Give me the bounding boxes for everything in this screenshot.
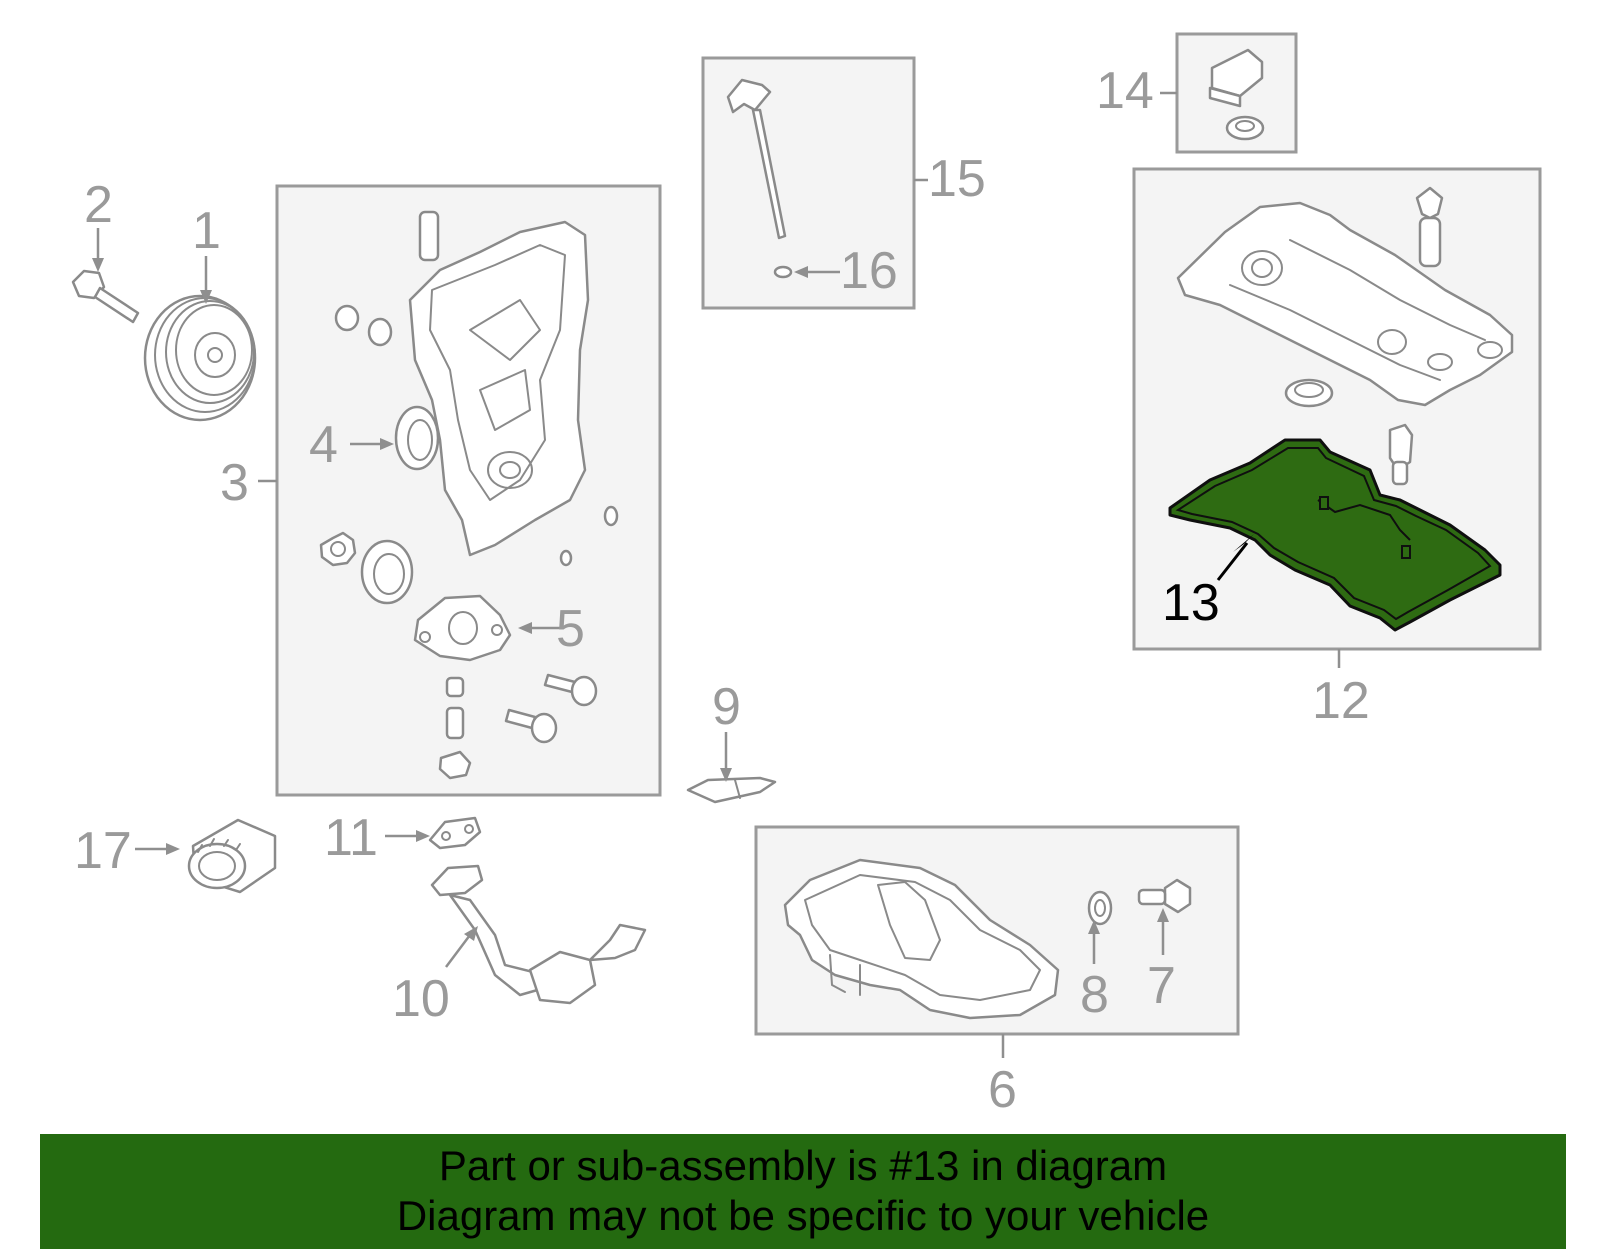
- banner-line-1: Part or sub-assembly is #13 in diagram: [438, 1142, 1168, 1189]
- callout-15: 15: [928, 150, 986, 208]
- part-16-o-ring: [773, 265, 793, 279]
- part-8-washer: [1087, 890, 1113, 926]
- part-14-filler-cap: [1208, 48, 1265, 141]
- callout-4: 4: [309, 416, 338, 474]
- part-2-bolt: [71, 269, 140, 324]
- callout-7: 7: [1147, 957, 1176, 1015]
- part-11-gasket: [428, 816, 482, 850]
- part-13-valve-cover-gasket: [1168, 438, 1502, 632]
- callout-11: 11: [324, 809, 378, 867]
- pump-fasteners: [438, 673, 598, 780]
- part-10-oil-pickup: [430, 864, 647, 1005]
- callout-1: 1: [192, 202, 221, 260]
- part-4-seal: [394, 405, 440, 471]
- callout-13: 13: [1162, 574, 1220, 632]
- callout-17: 17: [74, 822, 132, 880]
- callout-14: 14: [1096, 62, 1154, 120]
- callout-10: 10: [392, 970, 450, 1028]
- part-3-timing-cover: [334, 210, 619, 567]
- callout-16: 16: [840, 242, 898, 300]
- part-6-oil-pan: [783, 858, 1060, 1020]
- part-5-oil-pump: [413, 594, 512, 662]
- callout-3: 3: [220, 454, 249, 512]
- callout-9: 9: [712, 678, 741, 736]
- part-12-valve-cover: [1176, 186, 1514, 486]
- callout-6: 6: [988, 1061, 1017, 1119]
- part-9-bracket: [686, 776, 777, 804]
- part-15-dipstick: [726, 78, 787, 240]
- callout-2: 2: [84, 176, 113, 234]
- part-17-oil-filter: [187, 818, 277, 894]
- leader-lines: [92, 91, 1341, 1058]
- callout-5: 5: [556, 600, 585, 658]
- part-7-drain-plug: [1137, 878, 1192, 914]
- part-1-pulley: [143, 294, 257, 422]
- callout-12: 12: [1312, 672, 1370, 730]
- callout-8: 8: [1080, 966, 1109, 1024]
- banner-line-2: Diagram may not be specific to your vehi…: [396, 1192, 1210, 1239]
- pump-gears: [319, 531, 414, 605]
- info-banner: Part or sub-assembly is #13 in diagram D…: [40, 1134, 1566, 1249]
